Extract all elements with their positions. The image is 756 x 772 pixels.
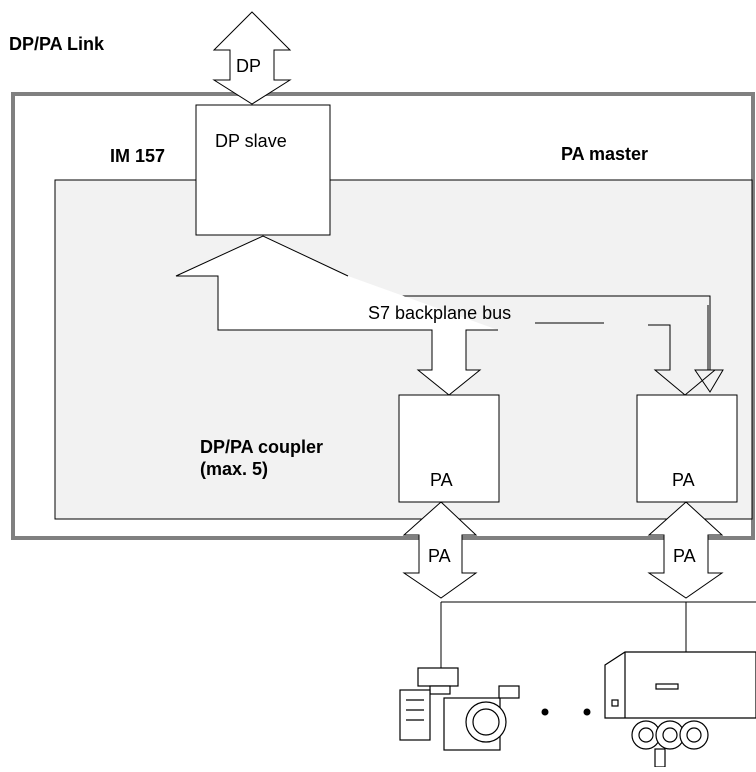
outer-frame [11,92,755,540]
pa-box-right-label: PA [672,470,695,490]
dp-slave-label: DP slave [215,131,287,151]
pressure-transmitter-icon [399,667,520,751]
pa-arrow-left-label: PA [428,546,451,566]
pa-master-label: PA master [561,144,649,164]
dp-double-arrow [212,11,292,105]
backplane-bus-label: S7 backplane bus [368,303,512,323]
coupler-label: DP/PA coupler [200,437,324,457]
pa-box-left-label: PA [430,470,453,490]
pa-arrow-right-label: PA [673,546,696,566]
pa-coupler-left-box [398,394,500,503]
coupler-max-label: (max. 5) [200,459,269,479]
diagram-title: DP/PA Link [9,34,105,54]
pa-coupler-right-box [636,394,738,503]
im157-label: IM 157 [110,146,166,166]
backplane-bus-outline [175,235,498,396]
backplane-right-branch [648,324,717,396]
dp-slave-box [195,104,331,236]
dp-arrow-label: DP [236,56,262,76]
pa-double-arrow-left [402,501,478,599]
pa-double-arrow-right [647,501,724,599]
ellipsis-dot-2 [583,708,591,716]
ellipsis-dot-1 [541,708,549,716]
positioner-device-icon [604,651,756,768]
